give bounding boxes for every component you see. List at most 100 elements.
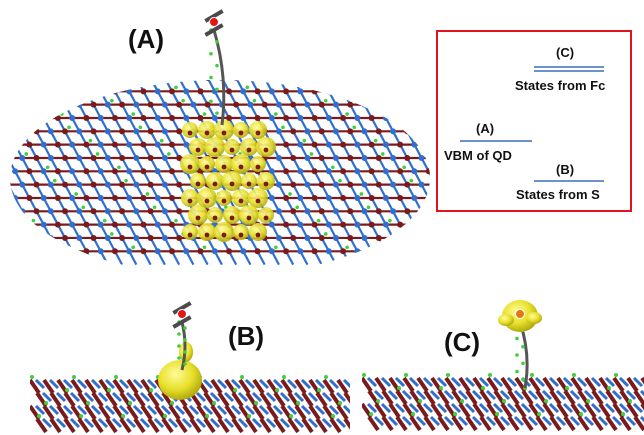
- lattice-atom: [361, 234, 368, 241]
- lattice-atom: [62, 80, 69, 81]
- slab-bond: [336, 404, 349, 421]
- slab-bond: [521, 415, 534, 432]
- hydrogen-atom: [202, 245, 207, 250]
- lattice-atom: [62, 154, 69, 161]
- slab-bond: [604, 402, 616, 414]
- hydrogen-atom: [183, 326, 187, 330]
- hydrogen-atom: [428, 165, 430, 170]
- lattice-atom: [390, 101, 397, 108]
- slab-bond: [380, 402, 392, 414]
- slab-bond: [349, 420, 350, 421]
- lattice-atom: [187, 232, 193, 238]
- slab-bond: [48, 404, 60, 416]
- lattice-atom: [168, 221, 175, 228]
- lattice-atom: [390, 80, 397, 81]
- slab-bond: [408, 402, 420, 414]
- slab-bond: [527, 389, 539, 401]
- slab-bond: [569, 415, 581, 427]
- hydrogen-atom: [10, 155, 15, 160]
- slab-bond: [534, 402, 546, 414]
- slab-bond: [272, 378, 284, 390]
- lattice-atom: [10, 128, 11, 135]
- slab-bond: [181, 417, 193, 429]
- hydrogen-atom: [345, 245, 349, 250]
- slab-bond: [402, 376, 415, 393]
- lattice-atom: [33, 128, 40, 135]
- isosurface-lobe: [240, 138, 258, 156]
- slab-bond: [300, 404, 312, 416]
- lattice-bond: [42, 90, 52, 106]
- slab-bond: [374, 376, 387, 393]
- lattice-atom: [176, 181, 183, 188]
- quantum-dot-slab-b: [30, 375, 350, 434]
- slab-bond: [41, 391, 53, 403]
- lattice-atom: [119, 181, 126, 188]
- slab-bond: [598, 402, 611, 419]
- lattice-atom: [26, 88, 33, 95]
- lattice-atom: [10, 80, 11, 81]
- lattice-atom: [83, 248, 90, 255]
- lattice-atom: [411, 88, 418, 95]
- slab-bond: [485, 389, 497, 401]
- lattice-atom: [10, 181, 11, 188]
- slab-bond: [381, 415, 394, 432]
- slab-bond: [633, 389, 644, 406]
- lattice-atom: [47, 128, 54, 135]
- lattice-atom: [347, 181, 354, 188]
- slab-bond: [125, 417, 137, 429]
- isosurface-lobe: [198, 121, 216, 139]
- lattice-atom: [197, 248, 204, 255]
- level-line-c-1: [534, 66, 604, 68]
- cyclopentadienyl-ring: [204, 9, 224, 23]
- lattice-atom: [354, 221, 361, 228]
- slab-bond: [245, 417, 258, 434]
- slab-bond: [195, 417, 207, 429]
- lattice-atom: [40, 168, 47, 175]
- lattice-atom: [33, 80, 40, 81]
- lattice-atom: [418, 80, 425, 81]
- slab-bond: [521, 389, 534, 406]
- slab-bond: [464, 376, 476, 388]
- hydrogen-atom: [76, 250, 81, 255]
- hydrogen-atom: [24, 152, 29, 156]
- lattice-atom: [397, 194, 404, 201]
- lattice-atom: [390, 154, 397, 161]
- slab-bond: [472, 402, 485, 419]
- hydrogen-atom: [152, 205, 157, 210]
- slab-bond: [69, 417, 81, 429]
- hydrogen-atom: [324, 375, 328, 379]
- lattice-atom: [90, 128, 97, 135]
- isosurface-lobe: [181, 189, 199, 207]
- lattice-bond: [427, 224, 430, 239]
- slab-bond: [230, 378, 242, 390]
- slab-bond: [83, 391, 95, 403]
- lattice-atom: [176, 154, 183, 161]
- slab-bond: [231, 417, 244, 434]
- lattice-atom: [425, 248, 430, 255]
- hydrogen-atom: [352, 125, 357, 130]
- hydrogen-atom: [342, 256, 347, 261]
- slab-bond: [618, 376, 630, 388]
- slab-bond: [349, 394, 350, 395]
- lattice-atom: [318, 154, 325, 161]
- slab-bond: [465, 389, 478, 406]
- lattice-atom: [354, 88, 361, 95]
- hydrogen-atom: [10, 205, 14, 210]
- slab-bond: [388, 402, 401, 419]
- lattice-atom: [347, 208, 354, 215]
- slab-bond: [203, 417, 216, 434]
- lattice-atom: [111, 194, 118, 201]
- lattice-bond: [306, 80, 316, 92]
- hydrogen-atom: [37, 414, 41, 418]
- hydrogen-atom: [110, 232, 114, 236]
- hydrogen-atom: [275, 388, 279, 392]
- slab-bond: [492, 376, 504, 388]
- slab-bond: [506, 402, 518, 414]
- lattice-atom: [12, 221, 19, 228]
- isosurface-lobe: [241, 173, 257, 189]
- hydrogen-atom: [34, 126, 39, 130]
- slab-bond: [266, 404, 279, 421]
- lattice-atom: [340, 141, 347, 148]
- slab-bond: [210, 378, 223, 395]
- lattice-atom: [418, 181, 425, 188]
